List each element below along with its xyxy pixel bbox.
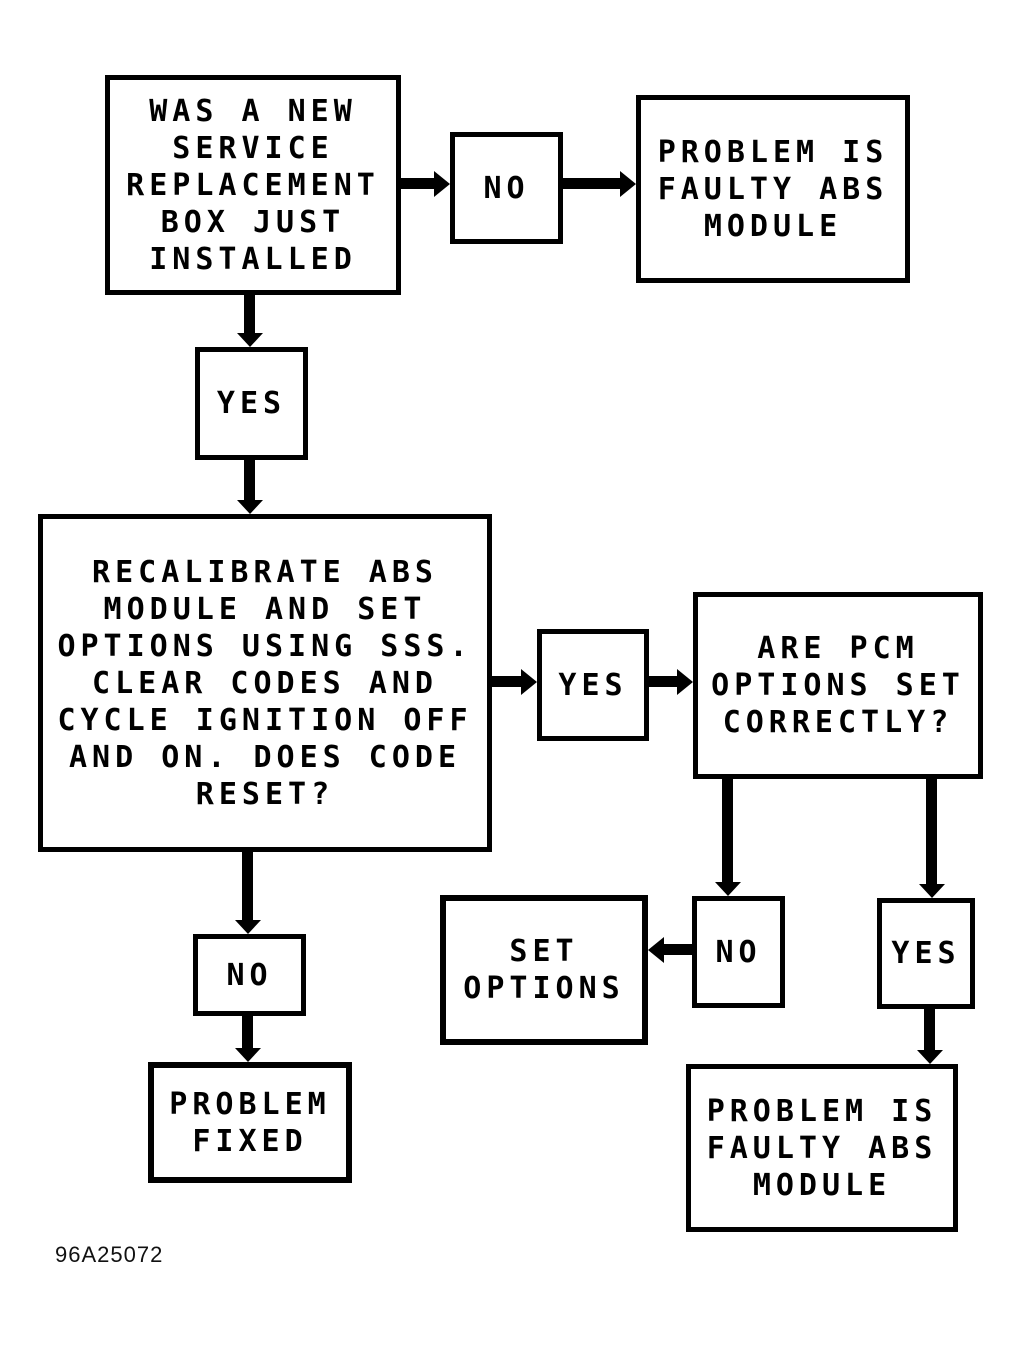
node-no-branch-middle: NO [193,934,306,1016]
arrow-yes-to-faulty-abs-bottom-icon [916,1009,943,1064]
arrow-pcm-to-yes-icon [918,778,945,898]
node-pcm-options-question: ARE PCM OPTIONS SET CORRECTLY? [693,592,983,779]
node-yes-branch-bottom: YES [877,898,975,1009]
arrow-recalibrate-to-yes-icon [492,668,537,695]
arrow-no-to-faulty-abs-top-icon [563,170,636,197]
node-new-service-box-question: WAS A NEW SERVICE REPLACEMENT BOX JUST I… [105,75,401,295]
arrow-no-to-set-options-icon [648,936,692,963]
arrow-yes-to-recalibrate-icon [236,460,263,514]
node-set-options: SET OPTIONS [440,895,648,1045]
arrow-start-to-yes-icon [236,295,263,347]
arrow-start-to-no-icon [400,170,450,197]
node-problem-faulty-abs-bottom: PROBLEM IS FAULTY ABS MODULE [686,1064,958,1232]
node-no-branch-top: NO [450,132,563,244]
node-yes-branch-middle: YES [537,629,649,741]
arrow-pcm-to-no-icon [714,778,741,896]
figure-id-label: 96A25072 [55,1242,164,1267]
arrow-yes-to-pcm-options-icon [649,668,693,695]
node-recalibrate-instructions: RECALIBRATE ABS MODULE AND SET OPTIONS U… [38,514,492,852]
arrow-recalibrate-to-no-icon [234,852,261,934]
node-no-branch-bottom: NO [692,896,785,1008]
node-problem-fixed: PROBLEM FIXED [148,1062,352,1183]
arrow-no-to-problem-fixed-icon [234,1015,261,1062]
node-problem-faulty-abs-top: PROBLEM IS FAULTY ABS MODULE [636,95,910,283]
node-yes-branch-top: YES [195,347,308,460]
